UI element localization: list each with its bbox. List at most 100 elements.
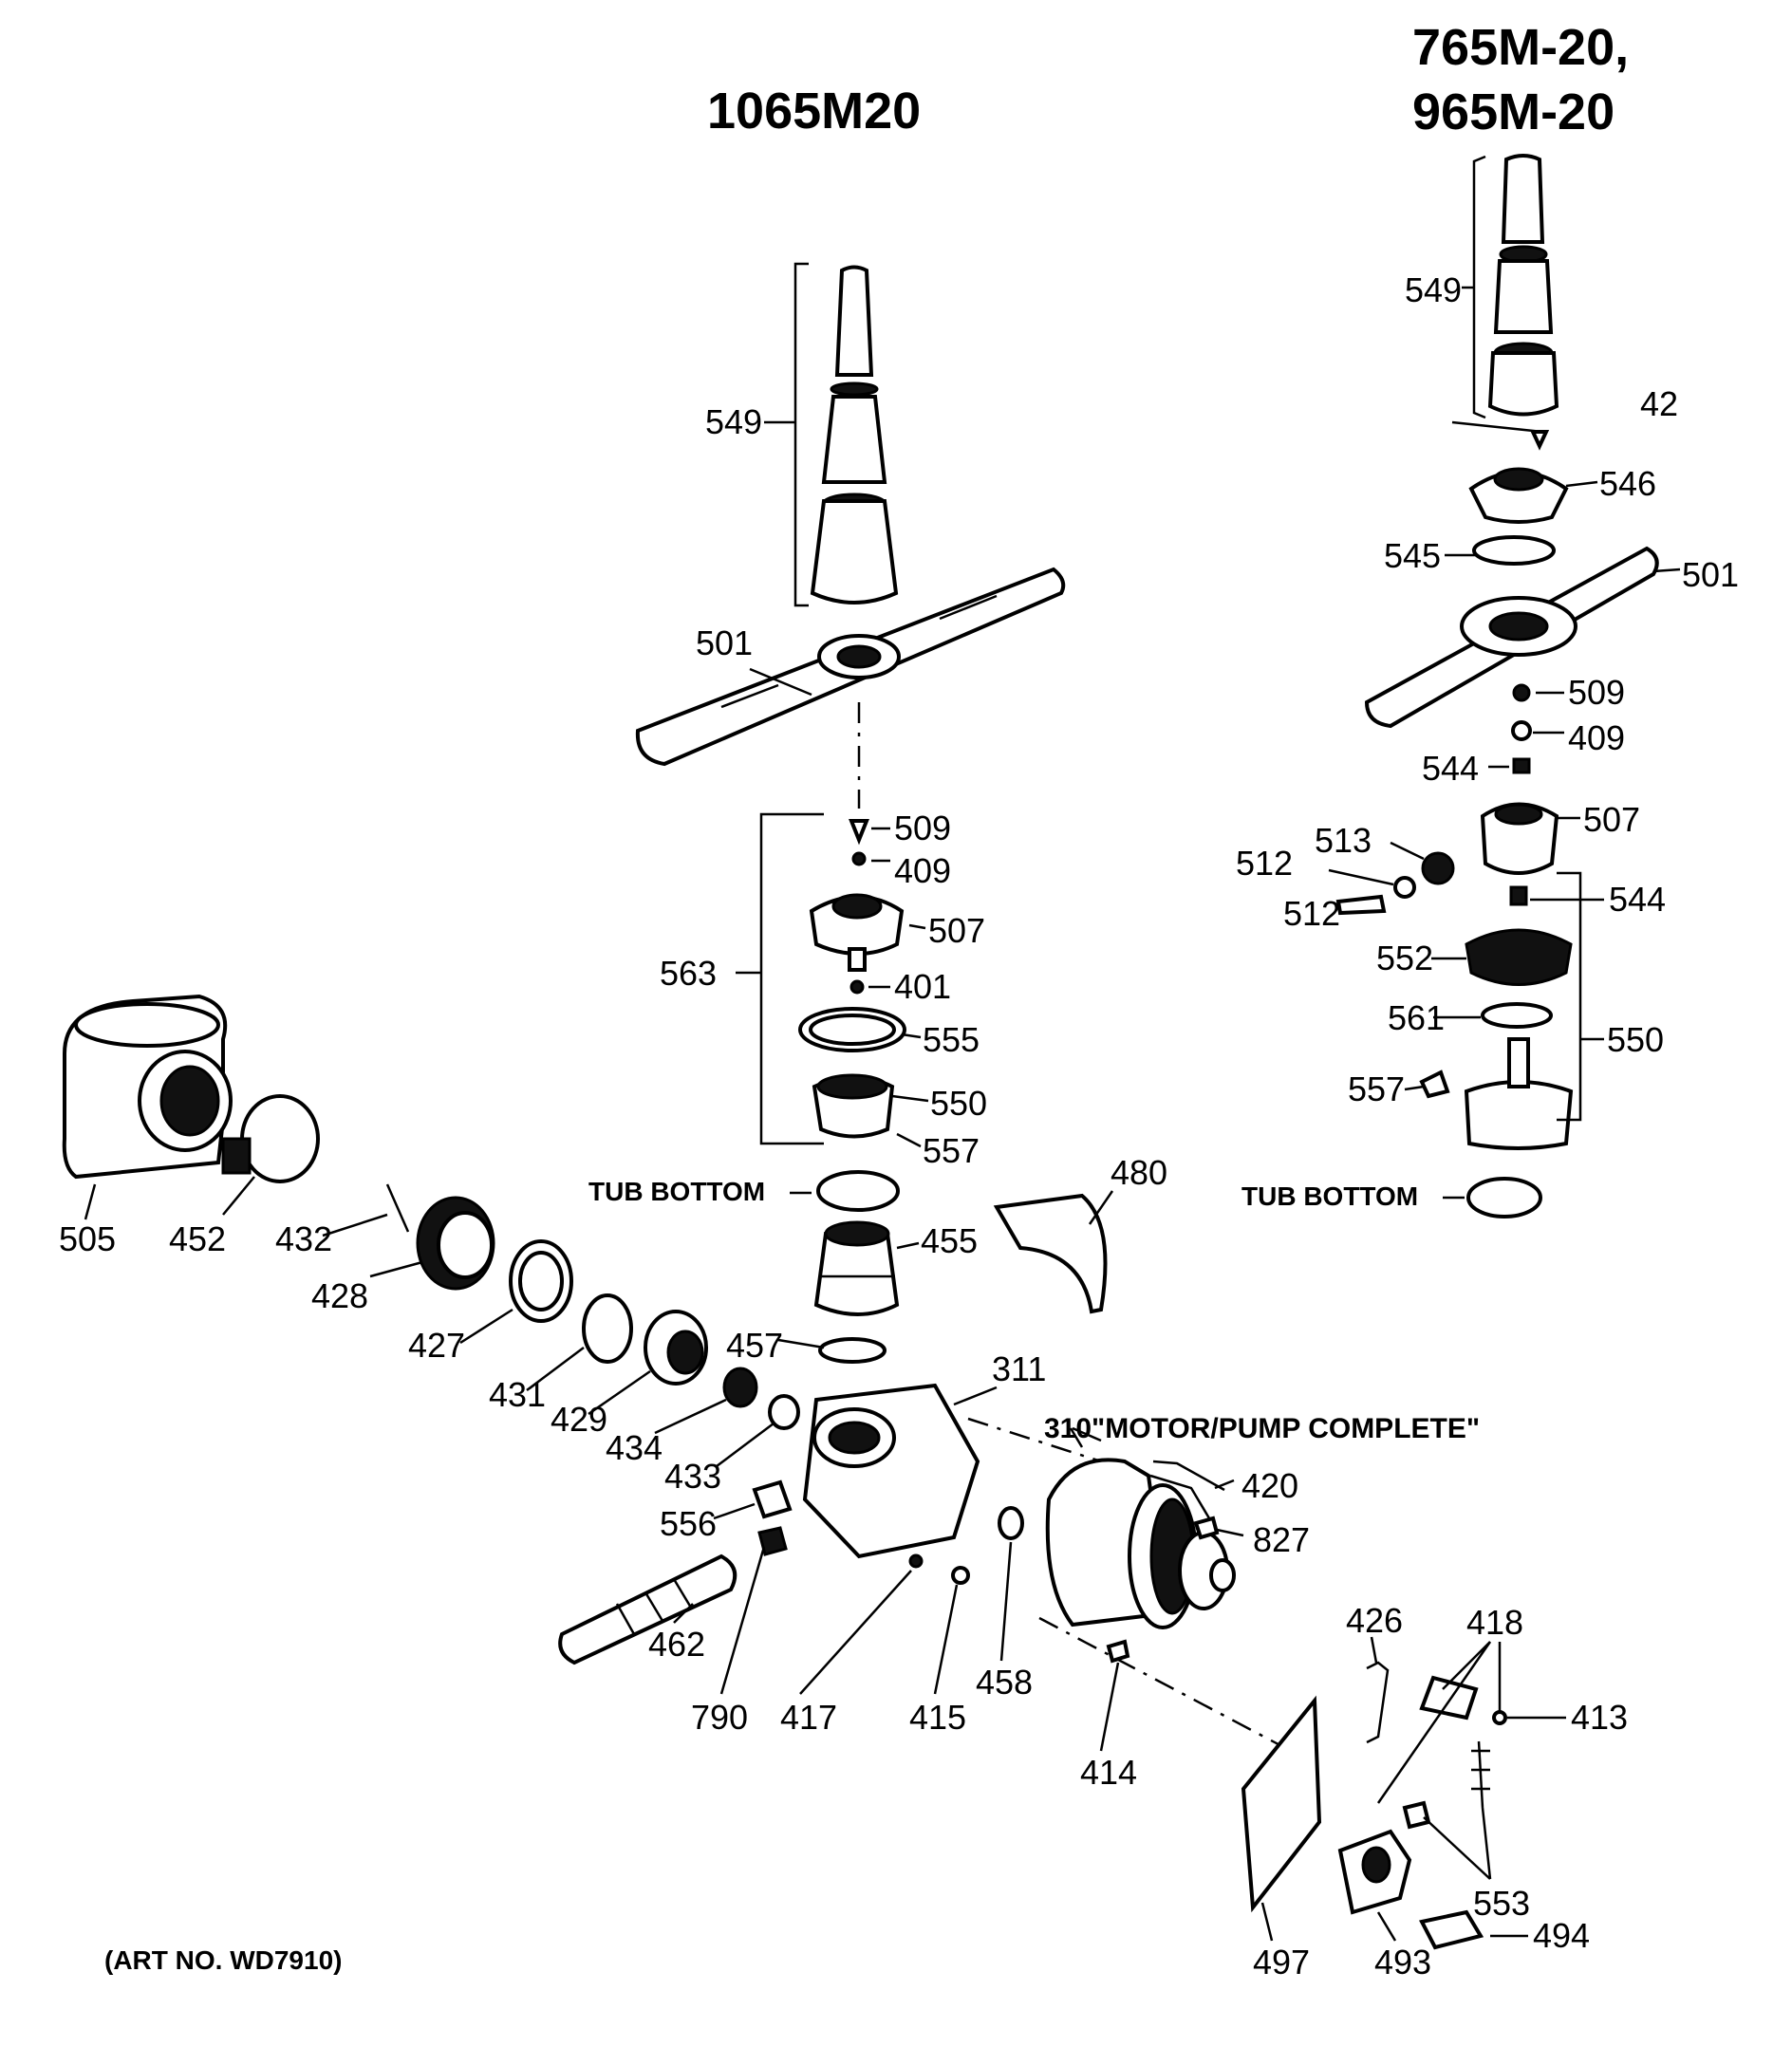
tube-bottom-right: [1487, 351, 1559, 417]
art-number-label: (ART NO. WD7910): [104, 1945, 342, 1975]
label-544-top: 544: [1422, 749, 1479, 788]
left-drain-assembly: [62, 994, 1024, 1665]
clamp-457: [818, 1337, 887, 1364]
label-553: 553: [1473, 1884, 1530, 1923]
part-455: [813, 1232, 900, 1316]
label-409-center: 409: [894, 851, 951, 890]
center-part-numbers: 549 501 509 409 507 401 555 550 557 563 …: [660, 402, 1167, 1388]
label-432: 432: [275, 1219, 332, 1258]
part-433: [768, 1394, 800, 1430]
label-452: 452: [169, 1219, 226, 1258]
part-557-right: [1419, 1070, 1450, 1099]
right-part-numbers: 549 42 546 545 501 509 409 544 507 513 5…: [1236, 270, 1739, 1108]
label-556: 556: [660, 1504, 717, 1543]
label-550-right: 550: [1607, 1020, 1664, 1059]
label-544-bottom: 544: [1609, 880, 1666, 919]
right-model-title-line2: 965M-20: [1412, 84, 1615, 140]
label-480: 480: [1111, 1153, 1167, 1192]
part-431: [582, 1293, 633, 1364]
motor-pump-complete-label: 310"MOTOR/PUMP COMPLETE": [1044, 1413, 1480, 1444]
label-512-upper: 512: [1236, 844, 1293, 883]
clamp-452: [240, 1094, 320, 1183]
wire-420: [1152, 1460, 1225, 1492]
screw-414: [1106, 1639, 1130, 1664]
label-431: 431: [489, 1375, 546, 1414]
label-546: 546: [1599, 464, 1656, 503]
part-458: [998, 1506, 1024, 1540]
label-557-right: 557: [1348, 1070, 1405, 1108]
part-550-right: [1464, 1080, 1574, 1150]
screw-512: [1335, 894, 1387, 916]
label-462: 462: [648, 1625, 705, 1664]
label-433: 433: [664, 1457, 721, 1496]
label-501-right: 501: [1682, 555, 1739, 594]
center-assembly: [635, 262, 1292, 1753]
center-model-title: 1065M20: [707, 83, 921, 140]
label-493: 493: [1374, 1943, 1431, 1981]
part-417: [908, 1553, 924, 1569]
hose-462: [558, 1553, 737, 1665]
label-507-right: 507: [1583, 800, 1640, 839]
part-418: [1419, 1675, 1479, 1721]
label-42: 42: [1640, 384, 1678, 423]
ring-545: [1472, 535, 1556, 566]
label-458: 458: [976, 1663, 1033, 1702]
tub-bottom-label-center: TUB BOTTOM: [588, 1177, 765, 1206]
label-509-right: 509: [1568, 673, 1625, 712]
label-409-right: 409: [1568, 718, 1625, 757]
tube-middle-right: [1493, 259, 1554, 334]
label-420: 420: [1241, 1466, 1298, 1505]
tub-bottom-right: [1466, 1177, 1542, 1219]
label-550-center: 550: [930, 1084, 987, 1123]
tub-bottom-center: [816, 1170, 900, 1212]
tube-middle-center: [821, 395, 887, 484]
label-427: 427: [408, 1326, 465, 1365]
spring-553: [1477, 1740, 1484, 1809]
label-429: 429: [551, 1400, 607, 1439]
motor-assembly: [1045, 1458, 1507, 1950]
label-418: 418: [1466, 1603, 1523, 1642]
label-563: 563: [660, 954, 717, 993]
tube-bottom-center: [810, 499, 899, 605]
leader-lines: [84, 420, 1681, 1942]
part-494: [1419, 1909, 1484, 1950]
label-413: 413: [1571, 1698, 1628, 1737]
label-555: 555: [923, 1020, 980, 1059]
label-512-lower: 512: [1283, 894, 1340, 933]
label-434: 434: [606, 1428, 663, 1467]
label-827: 827: [1253, 1520, 1310, 1559]
bracket-549-center: [793, 262, 809, 607]
washer-561: [1481, 1002, 1553, 1029]
pump-housing-311: [802, 1383, 980, 1559]
label-415: 415: [909, 1698, 966, 1737]
label-507-center: 507: [928, 911, 985, 950]
plate-497: [1241, 1695, 1322, 1913]
label-501-center: 501: [696, 623, 753, 662]
part-556: [752, 1479, 793, 1519]
screw-827: [1193, 1516, 1220, 1540]
label-545: 545: [1384, 536, 1441, 575]
label-414: 414: [1080, 1753, 1137, 1792]
label-549-center: 549: [705, 402, 762, 441]
label-549-right: 549: [1405, 270, 1462, 309]
label-457: 457: [726, 1326, 783, 1365]
label-455: 455: [921, 1221, 978, 1260]
bracket-563: [759, 812, 824, 1145]
label-509-center: 509: [894, 809, 951, 847]
label-552: 552: [1376, 939, 1433, 977]
label-790: 790: [691, 1698, 748, 1737]
part-426: [1366, 1661, 1390, 1744]
label-426: 426: [1346, 1601, 1403, 1640]
left-part-numbers: 505 452 432 428 427 431 429 434 433 556 …: [59, 1219, 1033, 1737]
label-557-center: 557: [923, 1131, 980, 1170]
label-417: 417: [780, 1698, 837, 1737]
tube-top-center: [834, 265, 874, 377]
part-434: [722, 1367, 758, 1408]
label-505: 505: [59, 1219, 116, 1258]
gear-ring-552: [1465, 928, 1573, 986]
part-480: [993, 1193, 1108, 1314]
label-311: 311: [992, 1349, 1046, 1388]
right-model-title-line1: 765M-20,: [1412, 19, 1629, 76]
part-413: [1492, 1710, 1507, 1725]
